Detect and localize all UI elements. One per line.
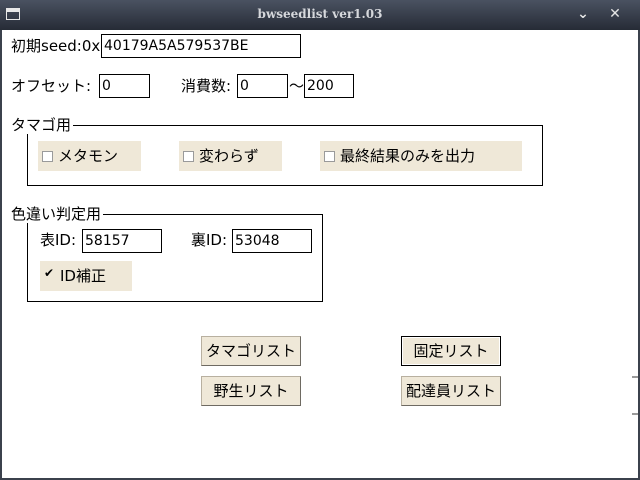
secret-id-input[interactable]: 53048	[232, 229, 312, 253]
consume-from-input[interactable]: 0	[237, 74, 288, 98]
everstone-label: 変わらず	[199, 147, 259, 165]
wild-list-button[interactable]: 野生リスト	[201, 376, 301, 406]
checkbox-box[interactable]	[183, 151, 194, 162]
window-edge-tick	[632, 413, 638, 415]
checkbox-box[interactable]	[324, 151, 335, 162]
window-border-left	[0, 30, 2, 480]
shiny-groupbox	[27, 214, 323, 302]
window-border-bottom	[0, 478, 640, 480]
offset-input[interactable]: 0	[99, 74, 150, 98]
secret-id-label: 裏ID:	[191, 231, 228, 249]
consume-to-input[interactable]: 200	[304, 74, 354, 98]
ditto-checkbox[interactable]: メタモン	[38, 141, 141, 171]
delivery-list-button[interactable]: 配達員リスト	[401, 376, 501, 406]
offset-label: オフセット:	[11, 77, 92, 95]
checkbox-box[interactable]	[42, 151, 53, 162]
ditto-label: メタモン	[58, 147, 119, 165]
trainer-id-label: 表ID:	[40, 231, 77, 249]
egg-groupbox	[27, 125, 543, 186]
consume-range-tilde: ～	[289, 77, 305, 95]
everstone-checkbox[interactable]: 変わらず	[179, 141, 282, 171]
chevron-down-icon[interactable]: ⌄	[577, 6, 589, 22]
window-border-right	[638, 30, 640, 480]
window-menu-icon[interactable]	[6, 8, 20, 20]
egg-group-legend: タマゴ用	[11, 116, 74, 134]
close-icon[interactable]: ✕	[609, 6, 621, 22]
window-edge-tick	[632, 376, 638, 378]
title-bar[interactable]: bwseedlist ver1.03 ⌄ ✕	[0, 0, 640, 30]
trainer-id-input[interactable]: 58157	[82, 229, 162, 253]
consume-label: 消費数:	[181, 77, 232, 95]
checkmark-icon[interactable]: ✔	[44, 266, 55, 280]
egg-list-button[interactable]: タマゴリスト	[201, 336, 301, 366]
shiny-group-legend: 色違い判定用	[11, 205, 104, 223]
fixed-list-button[interactable]: 固定リスト	[401, 336, 501, 366]
final-result-only-label: 最終結果のみを出力	[340, 147, 476, 165]
seed-input[interactable]: 40179A5A579537BE	[101, 34, 301, 58]
window-title: bwseedlist ver1.03	[257, 7, 383, 21]
seed-label: 初期seed:0x	[11, 37, 101, 55]
id-fix-label: ID補正	[60, 267, 106, 285]
final-result-only-checkbox[interactable]: 最終結果のみを出力	[320, 141, 522, 171]
id-fix-checkbox[interactable]: ✔ ID補正	[40, 261, 132, 291]
